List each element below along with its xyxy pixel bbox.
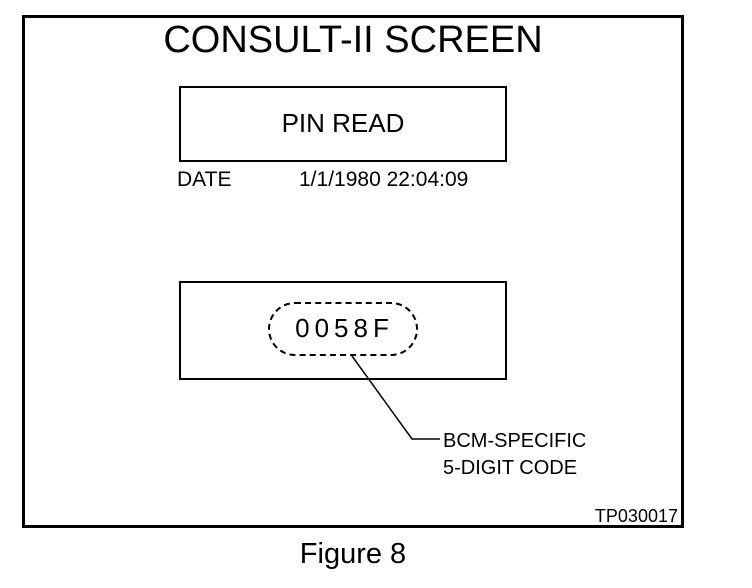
code-highlight-outline <box>268 302 418 356</box>
reference-code: TP030017 <box>594 506 678 526</box>
callout-line-1: BCM-SPECIFIC <box>443 430 587 452</box>
figure-title: CONSULT-II SCREEN <box>163 19 543 61</box>
pin-read-box: PIN READ <box>179 86 507 162</box>
date-label: DATE <box>177 168 232 191</box>
code-box <box>179 281 507 380</box>
date-value: 1/1/1980 22:04:09 <box>299 168 469 191</box>
figure-caption: Figure 8 <box>299 538 407 570</box>
callout-line-2: 5-DIGIT CODE <box>443 457 578 479</box>
pin-read-label: PIN READ <box>281 108 405 138</box>
pin-code: 0058F <box>295 313 394 343</box>
callout-label: BCM-SPECIFIC 5-DIGIT CODE <box>443 428 586 482</box>
figure-frame <box>22 15 684 528</box>
